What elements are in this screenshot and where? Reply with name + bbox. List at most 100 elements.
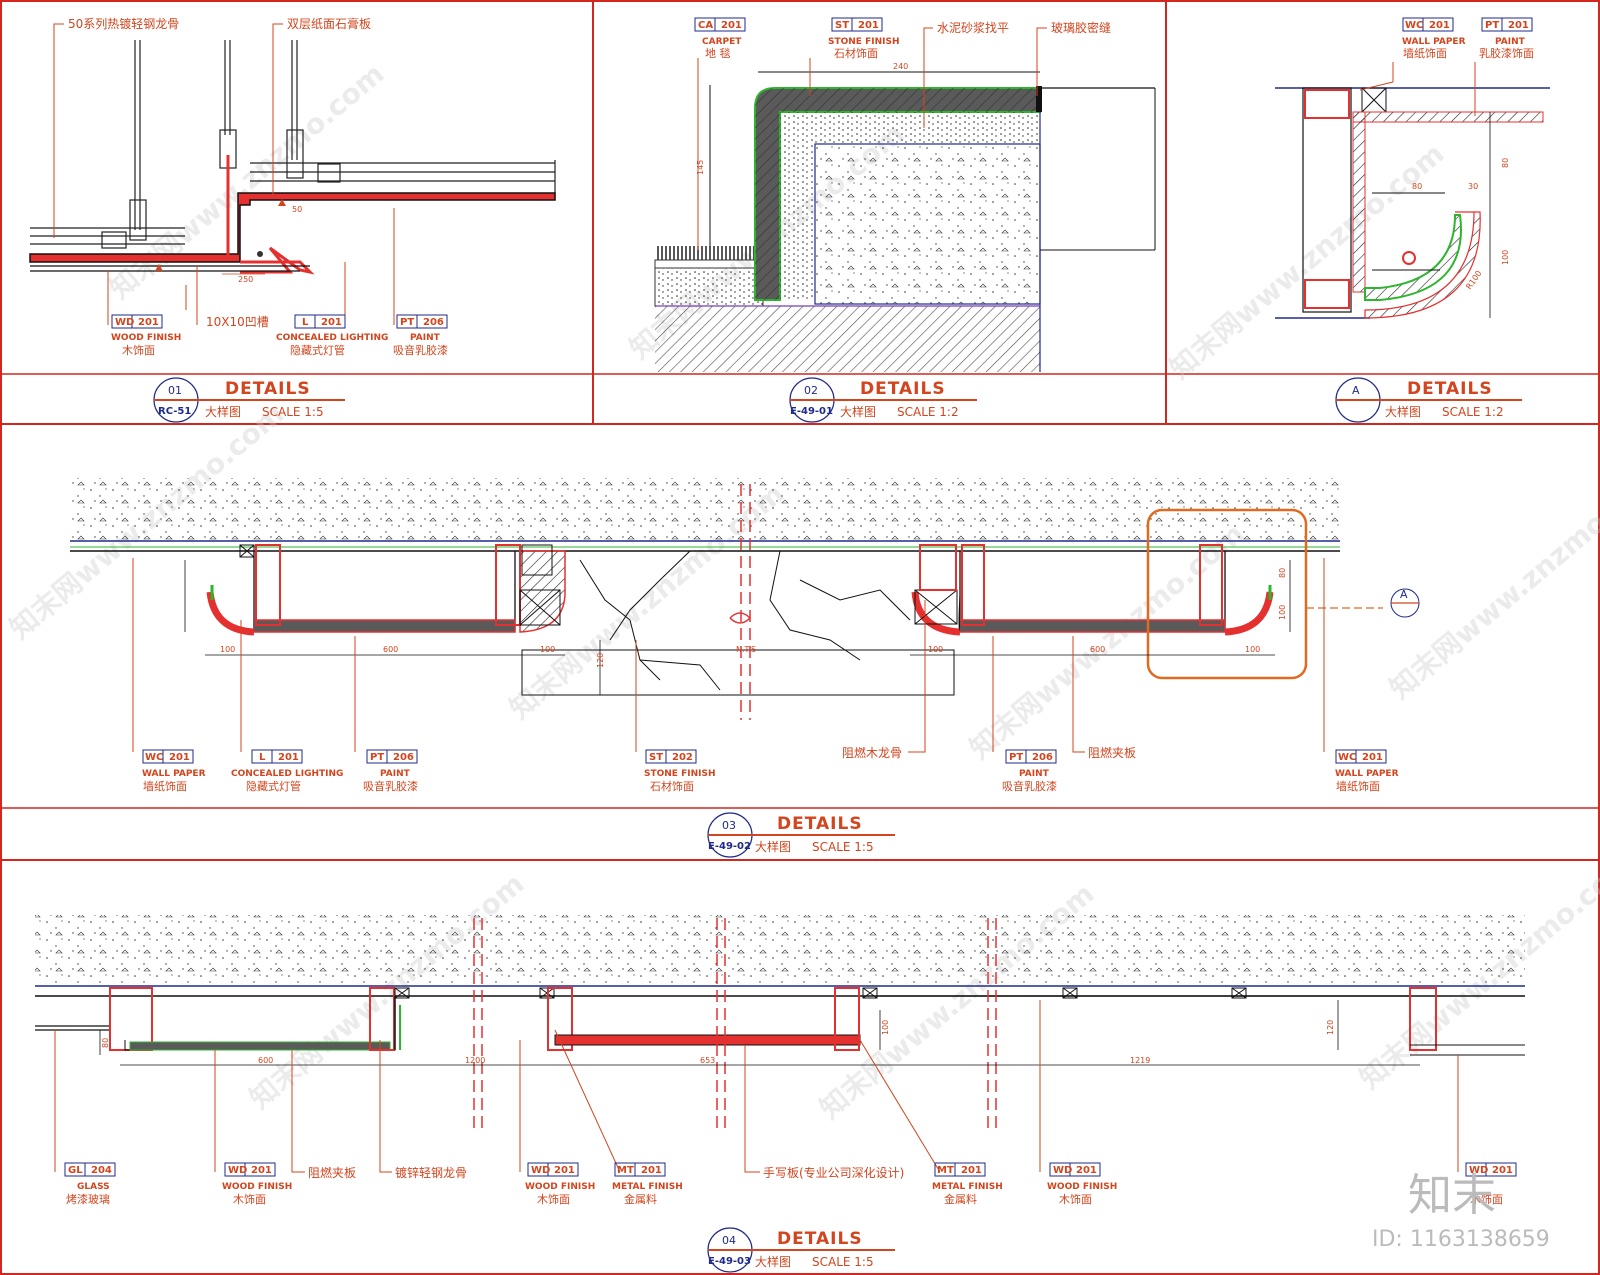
svg-text:201: 201 [961,1165,982,1176]
detail-title: DETAILS [777,814,863,834]
dim-text: 100 [540,645,555,654]
detail-subtitle: 大样图 [840,404,876,419]
svg-text:吸音乳胶漆: 吸音乳胶漆 [363,779,418,793]
callout-groove: 10X10凹槽 [206,315,269,329]
svg-text:乳胶漆饰面: 乳胶漆饰面 [1479,46,1534,60]
svg-text:金属料: 金属料 [624,1192,657,1206]
svg-text:201: 201 [858,20,879,31]
svg-text:WOOD FINISH: WOOD FINISH [111,333,181,343]
svg-text:WC: WC [1338,752,1356,763]
detail-title: DETAILS [225,379,311,399]
dim-text: N.T.S [736,645,756,654]
svg-text:隐藏式灯管: 隐藏式灯管 [246,779,301,793]
svg-text:WALL PAPER: WALL PAPER [1335,769,1399,779]
svg-text:吸音乳胶漆: 吸音乳胶漆 [1002,779,1057,793]
detail-number: 03 [722,819,736,832]
svg-text:墙纸饰面: 墙纸饰面 [1336,779,1380,793]
detail-title: DETAILS [777,1229,863,1249]
dim-text: 80 [1278,568,1287,578]
svg-text:WD: WD [228,1165,247,1176]
detail-scale: SCALE 1:5 [812,1255,874,1269]
svg-text:201: 201 [321,317,342,328]
svg-text:METAL FINISH: METAL FINISH [932,1182,1003,1192]
svg-text:地 毯: 地 毯 [705,46,731,60]
svg-text:201: 201 [278,752,299,763]
callout-mortar: 水泥砂浆找平 [937,20,1009,35]
detail-subtitle: 大样图 [755,1254,791,1269]
detail-title: DETAILS [1407,379,1493,399]
watermark-text: 知末网www.znzmo.com [1383,457,1600,705]
detail-number: 04 [722,1234,736,1247]
svg-text:石材饰面: 石材饰面 [650,779,694,793]
detail-04-drawing: 600 1200 653 1219 80 100 120 [35,915,1525,1130]
dim-text: 100 [220,645,235,654]
svg-text:木饰面: 木饰面 [1470,1192,1503,1206]
svg-text:201: 201 [169,752,190,763]
svg-text:PAINT: PAINT [410,333,441,343]
watermark-text: 知末网www.znzmo.com [963,517,1250,765]
svg-text:木饰面: 木饰面 [233,1192,266,1206]
svg-text:201: 201 [554,1165,575,1176]
dim-text: 600 [1090,645,1105,654]
svg-text:L: L [302,317,309,328]
detail-scale: SCALE 1:2 [1442,405,1504,419]
dim-text: 100 [1501,250,1510,265]
svg-text:206: 206 [1032,752,1053,763]
svg-text:201: 201 [138,317,159,328]
watermark-text: 知末网www.znzmo.com [813,877,1100,1125]
dim-text: 120 [596,653,605,668]
dim-text: 240 [893,62,908,71]
id-watermark: ID: 1163138659 [1372,1227,1550,1252]
svg-text:CA: CA [698,20,713,31]
detail-subtitle: 大样图 [755,839,791,854]
callout-keel: 50系列热镀轻钢龙骨 [68,17,179,31]
svg-text:STONE FINISH: STONE FINISH [828,37,899,47]
svg-text:隐藏式灯管: 隐藏式灯管 [290,343,345,357]
dim-text: 600 [258,1056,273,1065]
svg-text:WC: WC [1405,20,1423,31]
dim-text: 100 [1278,605,1287,620]
detail-number: 01 [168,384,182,397]
detail-subtitle: 大样图 [205,404,241,419]
svg-text:MT: MT [617,1165,634,1176]
svg-text:金属料: 金属料 [944,1192,977,1206]
dim-text: 30 [1468,182,1478,191]
dim-text: 1200 [465,1056,485,1065]
svg-text:201: 201 [1508,20,1529,31]
detail-number: 02 [804,384,818,397]
callout-handwriting-board: 手写板(专业公司深化设计) [763,1165,904,1180]
detail-04-title: 04 E-49-03 DETAILS 大样图 SCALE 1:5 [707,1227,895,1273]
svg-text:206: 206 [423,317,444,328]
detail-01-drawing: 50 250 [29,40,556,284]
detail-ref: E-49-02 [708,841,751,852]
svg-text:PT: PT [1009,752,1023,763]
svg-text:WD: WD [1053,1165,1072,1176]
section-mark: A [1400,588,1408,601]
svg-text:木饰面: 木饰面 [537,1192,570,1206]
dim-text: 80 [1501,158,1510,168]
detail-ref: RC-51 [158,406,191,417]
dim-text: 120 [1326,1020,1335,1035]
detail-title: DETAILS [860,379,946,399]
svg-text:GLASS: GLASS [77,1182,110,1192]
svg-text:METAL FINISH: METAL FINISH [612,1182,683,1192]
detail-scale: SCALE 1:5 [812,840,874,854]
dim-text: 100 [928,645,943,654]
svg-text:WC: WC [145,752,163,763]
detail-subtitle: 大样图 [1385,404,1421,419]
svg-text:WALL PAPER: WALL PAPER [1402,37,1466,47]
svg-text:木饰面: 木饰面 [1059,1192,1092,1206]
svg-text:烤漆玻璃: 烤漆玻璃 [66,1192,110,1206]
watermark-text: 知末网www.znzmo.com [243,867,530,1115]
